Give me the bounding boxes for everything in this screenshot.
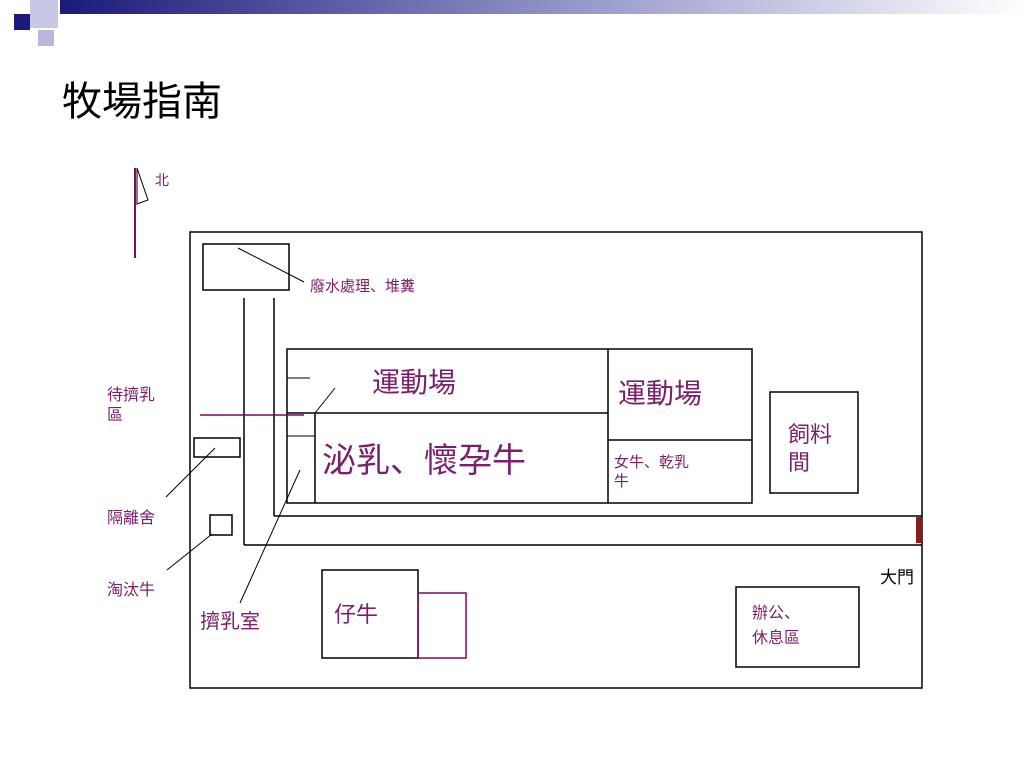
milking-room-label: 擠乳室	[200, 609, 260, 633]
header-gradient-bar	[60, 0, 1024, 14]
header-square-light	[30, 0, 58, 28]
calves-label: 仔牛	[334, 603, 378, 628]
feed-room-box	[769, 391, 859, 494]
header-decoration	[14, 0, 1024, 46]
main-gate-label: 大門	[880, 568, 914, 588]
north-arrow-head	[136, 167, 149, 205]
barn-gate-swing	[314, 387, 336, 414]
isolation-pointer	[165, 447, 216, 498]
gate-marker	[916, 517, 922, 543]
lactating-pregnant-label: 泌乳、懷孕牛	[322, 441, 526, 481]
north-label: 北	[155, 173, 169, 189]
heifer-dry-label-2: 牛	[614, 472, 629, 490]
office-box	[735, 586, 860, 668]
header-square-dark	[14, 14, 30, 30]
feed-room-label-2: 間	[788, 451, 810, 476]
wastewater-label: 廢水處理、堆糞	[310, 277, 415, 295]
culled-pointer	[166, 533, 213, 571]
office-label-1: 辦公、	[752, 603, 800, 622]
barn-block	[286, 348, 753, 504]
waiting-area-label-2: 區	[107, 405, 123, 424]
exercise-yard-2-label: 運動場	[618, 377, 702, 410]
culled-label: 淘汰牛	[107, 580, 155, 599]
waiting-area-label-1: 待擠乳	[107, 385, 155, 404]
milking-pointer	[239, 469, 301, 604]
calf-pen	[417, 592, 467, 659]
wastewater-box	[202, 243, 290, 291]
header-square-small	[38, 30, 54, 46]
slide-title: 牧場指南	[62, 79, 222, 125]
farm-boundary	[189, 231, 923, 689]
exercise-yard-1-label: 運動場	[372, 366, 456, 399]
isolation-box	[193, 437, 241, 458]
isolation-label: 隔離舍	[107, 508, 155, 527]
office-label-2: 休息區	[752, 628, 800, 647]
wastewater-pointer	[237, 247, 305, 283]
culled-box	[209, 514, 233, 536]
feed-room-label-1: 飼料	[788, 423, 832, 448]
heifer-dry-label-1: 女牛、乾乳	[614, 453, 689, 471]
